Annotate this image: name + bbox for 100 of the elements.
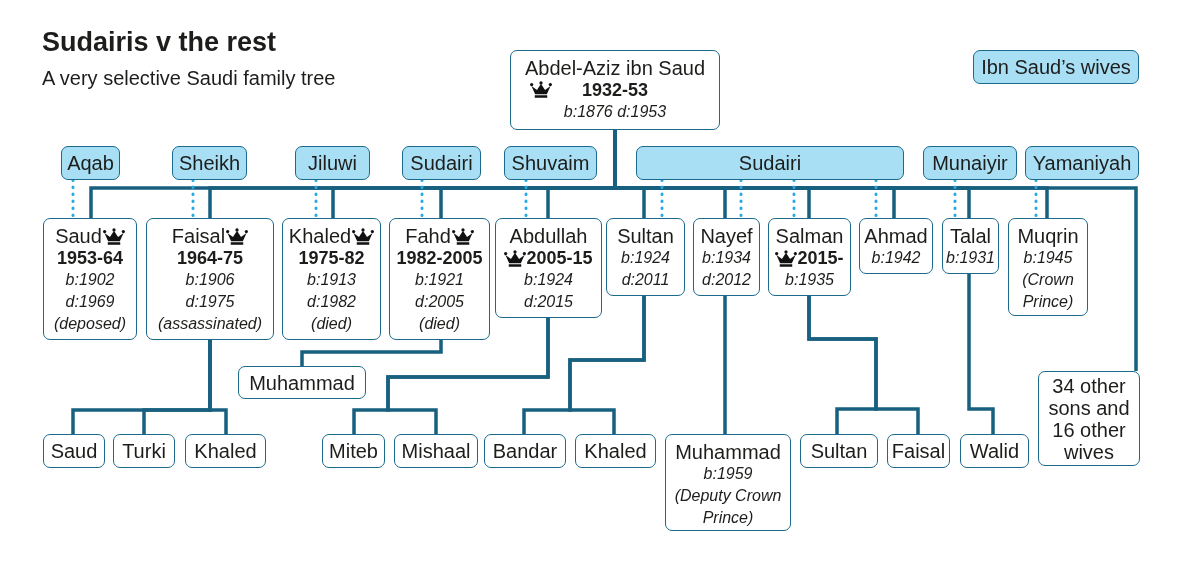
wife-name: Jiluwi: [308, 152, 357, 174]
person-box: [575, 434, 656, 468]
life-detail: b:1934: [702, 248, 751, 268]
person-name: Mishaal: [401, 440, 471, 462]
person-box: [185, 434, 266, 468]
connector-line: [386, 318, 550, 434]
life-detail: b:1959: [703, 464, 753, 484]
legend-label: Ibn Saud’s wives: [981, 56, 1131, 78]
connector-line: [300, 340, 443, 366]
person-box: [665, 434, 791, 531]
life-detail: d:1969: [65, 292, 115, 312]
person-name: Muhammad: [675, 441, 781, 463]
person-box: [800, 434, 878, 468]
reign-years: 1953-64: [56, 247, 124, 269]
person-name: Fahd: [405, 225, 451, 247]
dotted-connector: [71, 178, 75, 220]
person-box: [146, 218, 274, 340]
reign-years: 1932-53: [581, 79, 649, 101]
life-detail: (assassinated): [157, 314, 262, 334]
wife-box: [295, 146, 370, 180]
life-detail: (died): [311, 314, 352, 334]
person-name: Abdullah: [509, 225, 588, 247]
person-name: Turki: [122, 440, 166, 462]
person-box: [960, 434, 1029, 468]
dotted-connector: [420, 178, 424, 220]
life-detail: (Crown Prince): [1021, 270, 1075, 312]
person-name: Saud: [55, 225, 102, 247]
dotted-connector: [660, 178, 664, 220]
person-name: Ahmad: [864, 225, 928, 247]
connector-line: [967, 274, 995, 434]
person-box: [859, 218, 933, 274]
person-name: Walid: [969, 440, 1020, 462]
reign-years: 1982-2005: [396, 247, 483, 269]
connector-line: [807, 296, 920, 434]
connector-line: [208, 340, 228, 434]
person-box: [693, 218, 760, 296]
connector-line: [723, 296, 727, 434]
person-name: Bandar: [492, 440, 558, 462]
life-detail: d:2012: [702, 270, 751, 290]
person-name: Khaled: [288, 225, 352, 247]
life-detail: d:2015: [524, 292, 573, 312]
dotted-connector: [1034, 178, 1038, 220]
wife-name: Sheikh: [178, 152, 241, 174]
life-detail: (deposed): [53, 314, 126, 334]
dotted-connector: [953, 178, 957, 220]
person-name: Saud: [50, 440, 98, 462]
person-box: [238, 366, 366, 399]
chart-subtitle: A very selective Saudi family tree: [42, 66, 336, 90]
life-detail: (Deputy Crown Prince): [673, 486, 783, 528]
life-detail: d:1982: [307, 292, 356, 312]
person-name: Talal: [949, 225, 992, 247]
person-name: Muhammad: [249, 371, 355, 394]
life-detail: b:1876 d:1953: [563, 102, 667, 122]
life-detail: b:1931: [946, 248, 995, 268]
life-detail: b:1924: [524, 270, 573, 290]
person-name: Sultan: [617, 225, 674, 247]
person-box: [1038, 371, 1140, 466]
reign-years: 2005-15: [526, 247, 593, 269]
life-detail: b:1921: [415, 270, 464, 290]
person-box: [394, 434, 478, 468]
connector-line: [568, 296, 646, 434]
person-box: [43, 218, 137, 340]
life-detail: b:1945: [1023, 248, 1073, 268]
person-name: Khaled: [194, 440, 257, 462]
wife-name: Sudairi: [410, 152, 473, 174]
wife-name: Aqab: [67, 152, 114, 174]
wife-name: Shuvaim: [511, 152, 590, 174]
dotted-connector: [314, 178, 318, 220]
person-box: [510, 50, 720, 130]
wife-box: [402, 146, 481, 180]
wife-name: Yamaniyah: [1032, 152, 1132, 174]
person-name: Faisal: [171, 225, 226, 247]
wife-box: [61, 146, 120, 180]
person-name: Miteb: [329, 440, 378, 462]
person-box: [43, 434, 105, 468]
person-box: [606, 218, 685, 296]
life-detail: d:2005: [415, 292, 464, 312]
person-box: [942, 218, 999, 274]
person-name: Muqrin: [1017, 225, 1079, 247]
life-detail: d:1975: [185, 292, 235, 312]
person-box: [484, 434, 566, 468]
dotted-connector: [191, 178, 195, 220]
dotted-connector: [874, 178, 878, 220]
person-box: [389, 218, 490, 340]
dotted-connector: [792, 178, 796, 220]
life-detail: b:1924: [621, 248, 670, 268]
person-box: [282, 218, 381, 340]
wife-box: [1025, 146, 1139, 180]
reign-years: 1964-75: [176, 247, 244, 269]
wife-box: [172, 146, 247, 180]
person-box: [495, 218, 602, 318]
wife-box: [504, 146, 597, 180]
person-name: Nayef: [700, 225, 753, 247]
life-detail: (died): [419, 314, 460, 334]
life-detail: b:1942: [871, 248, 921, 268]
dotted-connector: [524, 178, 528, 220]
person-box: [113, 434, 175, 468]
person-name: Sultan: [810, 440, 868, 462]
life-detail: b:1935: [785, 270, 834, 290]
wife-name: Munaiyir: [932, 152, 1008, 174]
